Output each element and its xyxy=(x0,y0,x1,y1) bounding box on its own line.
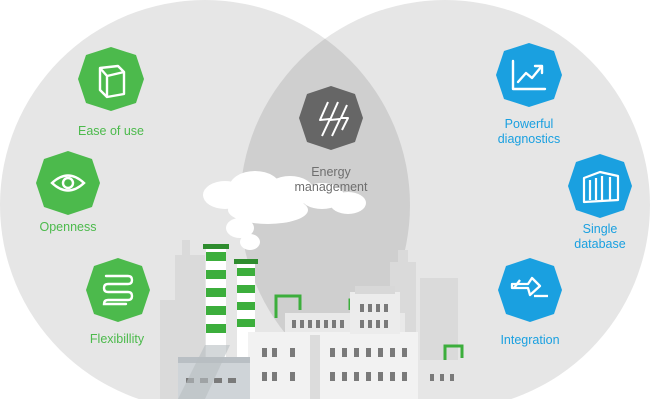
flexibility-hexagon xyxy=(86,258,150,322)
feature-integration xyxy=(498,258,562,322)
database-hexagon xyxy=(568,154,632,218)
openness-label: Openness xyxy=(39,220,97,234)
database-label-line2: database xyxy=(574,237,626,251)
chimney-left xyxy=(203,244,229,357)
diagnostics-label-line2: diagnostics xyxy=(497,132,561,146)
ease-of-use-label: Ease of use xyxy=(77,124,144,138)
feature-single-database xyxy=(568,154,632,218)
box-icon xyxy=(98,64,126,99)
database-label-line1: Single xyxy=(582,222,618,236)
flexibility-label: Flexibillity xyxy=(89,332,145,346)
trend-chart-icon xyxy=(511,59,547,91)
smoke-cloud-icon xyxy=(203,171,366,250)
exchange-arrows-icon xyxy=(510,276,548,298)
lightning-icon xyxy=(319,101,349,137)
ease-of-use-hexagon xyxy=(78,47,144,111)
energy-label-line2: management xyxy=(294,180,368,194)
database-icon xyxy=(582,170,620,204)
factory-illustration xyxy=(178,244,466,399)
eye-icon xyxy=(50,174,86,192)
feature-flexibility xyxy=(86,258,150,322)
feature-powerful-diagnostics xyxy=(496,43,562,107)
feature-ease-of-use xyxy=(78,47,144,111)
diagnostics-label-line1: Powerful xyxy=(504,117,554,131)
integration-label: Integration xyxy=(500,333,560,347)
integration-hexagon xyxy=(498,258,562,322)
feature-energy-management xyxy=(299,86,363,150)
energy-label-line1: Energy xyxy=(311,165,351,179)
spring-icon xyxy=(102,274,134,306)
feature-openness xyxy=(36,151,100,215)
openness-hexagon xyxy=(36,151,100,215)
